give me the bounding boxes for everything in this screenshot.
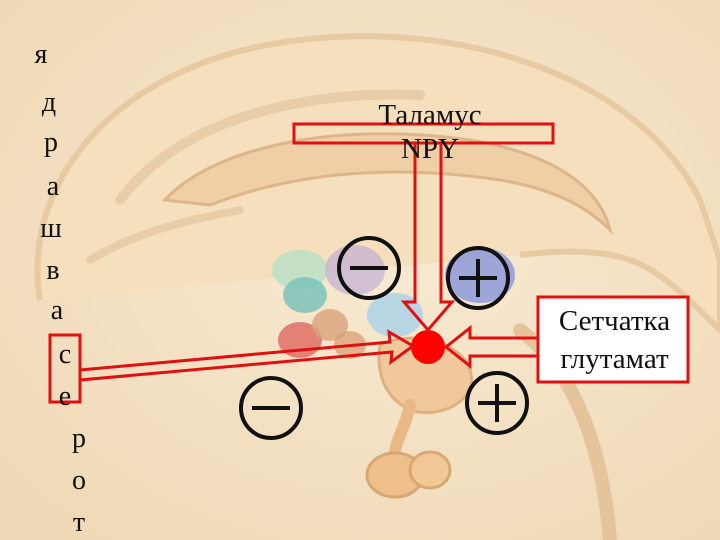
thalamus-transmitter: NPY <box>400 133 459 165</box>
vertical-letter: т <box>72 507 86 538</box>
corpus-callosum <box>161 132 613 235</box>
retina-box <box>536 295 690 384</box>
plus-sign-bottom <box>465 371 529 435</box>
vertical-letter: д <box>41 87 57 118</box>
retina-label: Сетчатка глутамат <box>538 302 691 378</box>
vertical-letter: ш <box>40 213 62 244</box>
vertical-letter: р <box>72 423 86 454</box>
thalamus-label: Таламус NPY <box>340 98 520 166</box>
structure-orange <box>312 309 348 341</box>
gyrus-2 <box>86 206 244 264</box>
minus-sign-bottom <box>239 376 303 440</box>
retina-arrow <box>443 324 538 370</box>
vertical-letter: в <box>46 255 60 286</box>
structure-blue <box>367 293 423 337</box>
vertical-letter: р <box>44 127 58 158</box>
vertical-letter: я <box>34 39 48 70</box>
plus-sign-top <box>446 246 510 310</box>
pituitary-lobe <box>408 450 452 490</box>
minus-sign-top <box>337 236 401 300</box>
thalamus-name: Таламус <box>378 99 482 131</box>
brainstem <box>513 323 617 540</box>
retina-name: Сетчатка <box>558 305 671 337</box>
cortex-outline <box>34 33 720 335</box>
structure-teal <box>283 277 327 313</box>
retina-transmitter: глутамат <box>560 343 669 375</box>
vertical-letter: а <box>46 171 60 202</box>
thalamus-arrow <box>292 122 555 333</box>
target-nucleus <box>411 330 445 364</box>
vertical-letter: о <box>72 465 86 496</box>
vertical-letter: а <box>50 295 64 326</box>
pituitary-stalk <box>389 399 416 461</box>
vertical-letter: е <box>58 381 72 412</box>
raphe-arrow <box>48 329 416 404</box>
gyrus-1 <box>115 89 425 205</box>
vertical-letter: с <box>58 339 72 370</box>
